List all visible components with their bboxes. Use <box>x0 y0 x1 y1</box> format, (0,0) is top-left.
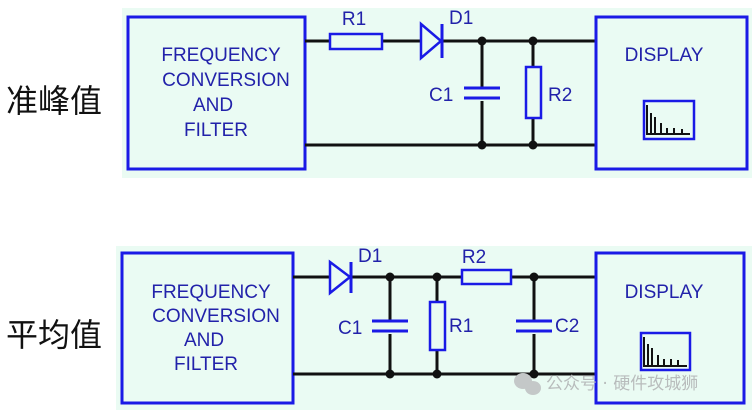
average-circuit: FREQUENCY CONVERSION AND FILTER D1 C1 R1… <box>120 246 746 405</box>
filter-label-line1: FREQUENCY <box>161 45 281 66</box>
junction-dot <box>529 272 539 282</box>
junction-dot <box>529 369 539 379</box>
d1-label: D1 <box>358 246 382 267</box>
display-label: DISPLAY <box>625 45 704 66</box>
d1-label: D1 <box>449 8 473 29</box>
display-block <box>594 251 746 405</box>
title-quasi-peak: 准峰值 <box>6 82 103 120</box>
resistor-r1 <box>328 32 384 51</box>
spectrum-icon <box>639 331 692 372</box>
spectrum-icon <box>642 99 696 141</box>
filter-label-line4: FILTER <box>184 120 248 141</box>
junction-dot <box>432 369 442 379</box>
display-block <box>594 15 749 171</box>
filter-label-line2: CONVERSION <box>162 70 290 91</box>
filter-label-line2: CONVERSION <box>152 306 280 327</box>
filter-block <box>120 251 295 405</box>
r2-label: R2 <box>548 85 572 106</box>
diode-d1 <box>419 21 443 61</box>
resistor-r2 <box>460 268 513 286</box>
junction-dot <box>528 36 538 46</box>
filter-label-line3: AND <box>193 95 233 116</box>
junction-dot <box>477 140 487 150</box>
junction-dot <box>385 369 395 379</box>
resistor-r1 <box>428 300 447 352</box>
r2-label: R2 <box>462 247 486 268</box>
c2-label: C2 <box>555 316 579 337</box>
wechat-icon <box>514 373 541 395</box>
resistor-r2 <box>524 65 543 120</box>
diode-d1 <box>328 259 353 296</box>
r1-label: R1 <box>449 316 473 337</box>
title-average: 平均值 <box>6 316 103 354</box>
r1-label: R1 <box>342 9 366 30</box>
filter-block <box>126 15 307 171</box>
c1-label: C1 <box>338 318 362 339</box>
filter-label-line1: FREQUENCY <box>151 282 271 303</box>
junction-dot <box>432 272 442 282</box>
watermark-text: 公众号 · 硬件攻城狮 <box>546 374 698 394</box>
junction-dot <box>477 36 487 46</box>
junction-dot <box>385 272 395 282</box>
display-label: DISPLAY <box>625 282 704 303</box>
quasi-peak-circuit: FREQUENCY CONVERSION AND FILTER R1 D1 C1… <box>126 8 749 171</box>
watermark: 公众号 · 硬件攻城狮 <box>514 373 698 395</box>
filter-label-line4: FILTER <box>174 354 238 375</box>
c1-label: C1 <box>429 85 453 106</box>
filter-label-line3: AND <box>184 330 224 351</box>
junction-dot <box>528 140 538 150</box>
